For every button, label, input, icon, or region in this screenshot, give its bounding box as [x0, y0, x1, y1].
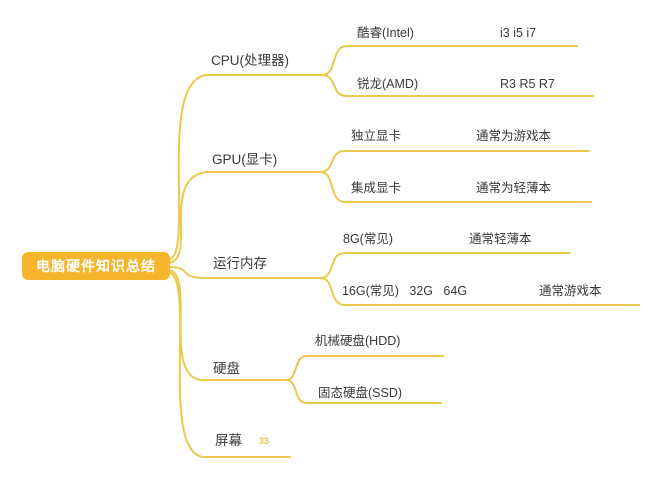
connector-disk-ssd — [284, 379, 442, 404]
node-ram-16g-label[interactable]: 16G(常见) 32G 64G — [342, 284, 468, 298]
connector-root-gpu — [167, 171, 321, 264]
connector-root-ram — [167, 266, 321, 279]
node-intel-label[interactable]: 酷睿(Intel) — [357, 26, 414, 40]
connector-root-cpu — [167, 74, 323, 261]
connector-disk-hdd — [284, 355, 444, 381]
node-discrete-gpu-label[interactable]: 独立显卡 — [351, 129, 402, 143]
node-ram-8g-label[interactable]: 8G(常见) — [343, 232, 394, 246]
connector-gpu-discrete — [319, 150, 590, 173]
node-ssd-label[interactable]: 固态硬盘(SSD) — [318, 386, 403, 400]
node-ram-16g-detail[interactable]: 通常游戏本 — [539, 284, 602, 298]
branch-gpu-label[interactable]: GPU(显卡) — [212, 152, 278, 167]
branch-cpu-label[interactable]: CPU(处理器) — [211, 53, 289, 68]
node-intel-detail[interactable]: i3 i5 i7 — [500, 26, 537, 40]
connector-cpu-amd — [321, 74, 594, 97]
node-integrated-gpu-label[interactable]: 集成显卡 — [351, 181, 402, 195]
node-ram-8g-detail[interactable]: 通常轻薄本 — [469, 232, 532, 246]
connector-gpu-integrated — [319, 171, 592, 203]
root-node-label: 电脑硬件知识总结 — [36, 258, 156, 274]
branch-disk-label[interactable]: 硬盘 — [213, 361, 240, 376]
connector-ram-8g — [319, 252, 571, 279]
branch-screen-label[interactable]: 屏幕 — [215, 433, 242, 448]
branch-ram-label[interactable]: 运行内存 — [213, 256, 267, 271]
screen-count-badge: 33 — [259, 436, 270, 446]
connector-ram-16g — [319, 277, 640, 306]
node-amd-label[interactable]: 锐龙(AMD) — [357, 77, 419, 91]
root-node[interactable]: 电脑硬件知识总结 — [22, 252, 170, 280]
node-hdd-label[interactable]: 机械硬盘(HDD) — [315, 334, 401, 348]
node-discrete-gpu-detail[interactable]: 通常为游戏本 — [476, 129, 552, 143]
connector-root-screen — [167, 271, 291, 459]
connector-cpu-intel — [321, 45, 578, 76]
node-integrated-gpu-detail[interactable]: 通常为轻薄本 — [476, 181, 552, 195]
node-amd-detail[interactable]: R3 R5 R7 — [500, 77, 555, 91]
